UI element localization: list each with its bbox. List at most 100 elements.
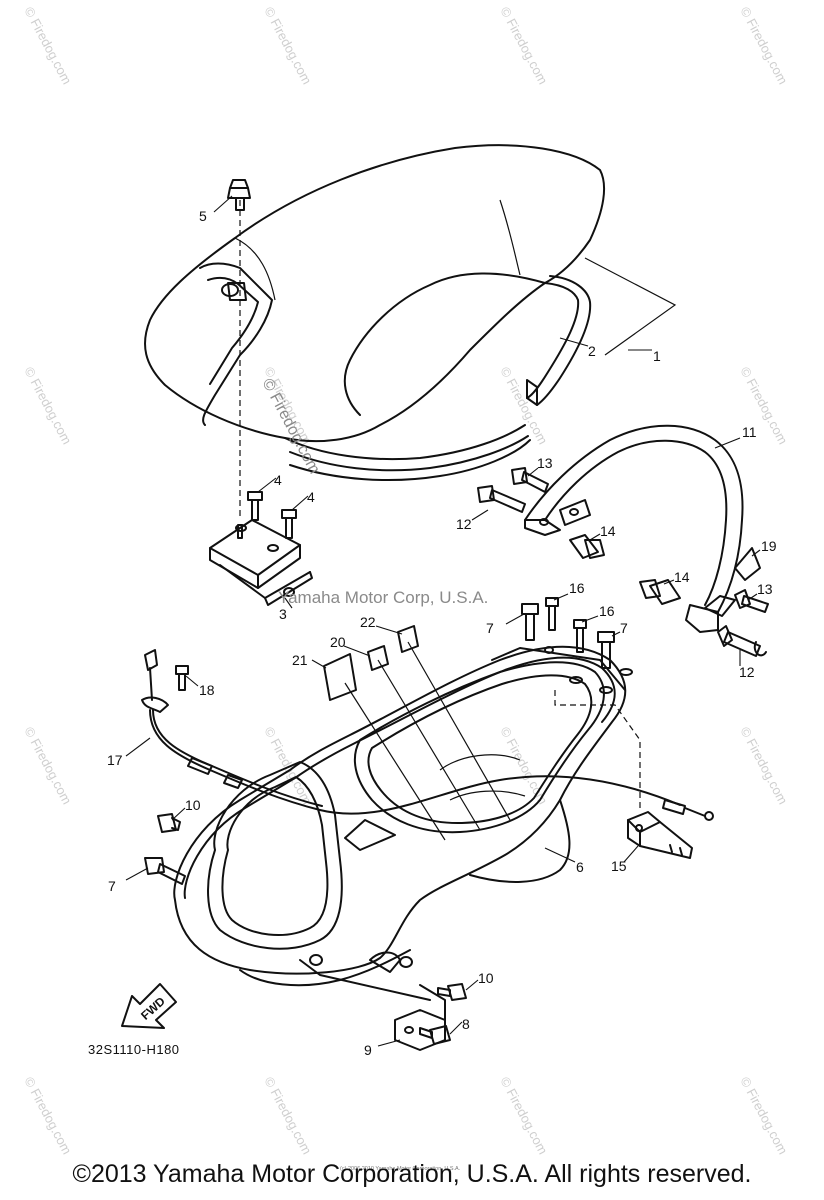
callout-14: 14	[674, 569, 690, 585]
bolt-5	[227, 179, 251, 211]
leader-line-9	[377, 1039, 401, 1047]
bolt-4	[237, 491, 297, 539]
watermark-tile: © Firedog.com	[737, 1074, 790, 1156]
leader-line-6	[544, 847, 576, 863]
leader-line-14	[663, 579, 675, 585]
leader-line-7	[611, 631, 621, 637]
leader-line-20	[343, 645, 371, 657]
alignment-line	[554, 690, 641, 810]
callout-10: 10	[478, 970, 494, 986]
leader-line-11	[714, 437, 741, 449]
watermark-tile: © Firedog.com	[497, 4, 550, 86]
callout-20: 20	[330, 634, 346, 650]
callout-17: 17	[107, 752, 123, 768]
leader-line-15	[623, 845, 639, 863]
leader-line-16	[581, 615, 599, 623]
watermark-center: © Firedog.com	[258, 376, 322, 477]
callout-2: 2	[588, 343, 596, 359]
callout-16: 16	[569, 580, 585, 596]
callout-6: 6	[576, 859, 584, 875]
callout-12: 12	[456, 516, 472, 532]
leader-line-16	[553, 593, 569, 601]
leader-line-22	[375, 625, 403, 635]
callout-8: 8	[462, 1016, 470, 1032]
leader-line-12	[471, 509, 489, 521]
leader-line-7	[505, 613, 525, 625]
callout-7: 7	[620, 620, 628, 636]
collar-14	[569, 534, 681, 605]
callout-7: 7	[108, 878, 116, 894]
callout-12: 12	[739, 664, 755, 680]
grab-bar-11	[524, 424, 744, 633]
bolt-16	[545, 597, 587, 653]
callout-21: 21	[292, 652, 308, 668]
callout-5: 5	[199, 208, 207, 224]
seat-part	[144, 144, 677, 482]
micro-copyright: (c) 2006 2010 Yamaha Motor Corporation, …	[340, 1166, 461, 1172]
callout-10: 10	[185, 797, 201, 813]
leader-line-7	[125, 867, 149, 881]
fwd-arrow-icon: FWD	[121, 983, 177, 1029]
bolt-13	[511, 467, 769, 613]
seat-lock-cable-17	[141, 649, 714, 821]
leader-line-13	[527, 467, 539, 477]
watermark-tile: © Firedog.com	[21, 1074, 74, 1156]
leader-line-4	[291, 495, 309, 511]
seat-lock-15	[627, 811, 693, 859]
bracket-9	[394, 984, 446, 1051]
watermark-corp: Yamaha Motor Corp, U.S.A.	[278, 588, 488, 607]
callout-11: 11	[742, 424, 757, 440]
leader-line-18	[185, 675, 199, 687]
leader-line-13	[747, 593, 758, 601]
bolt-7	[144, 603, 615, 885]
bolt-12	[477, 485, 767, 657]
callout-14: 14	[600, 523, 616, 539]
labels-20-21-22	[323, 625, 511, 841]
leader-line-14	[589, 533, 601, 541]
callout-4: 4	[307, 489, 315, 505]
callout-1: 1	[653, 348, 661, 364]
callout-19: 19	[761, 538, 777, 554]
drawing-code: 32S1110-H180	[88, 1042, 180, 1057]
callout-leaders	[125, 195, 761, 1047]
callout-7: 7	[486, 620, 494, 636]
leader-line-21	[311, 659, 327, 669]
watermark-tile: © Firedog.com	[261, 1074, 314, 1156]
bolt-18	[175, 665, 189, 691]
leader-line-17	[125, 737, 151, 757]
leader-line-19	[751, 549, 761, 557]
bolt-8	[419, 1025, 451, 1045]
fwd-label: FWD	[138, 994, 168, 1023]
callout-13: 13	[537, 455, 553, 471]
callout-22: 22	[360, 614, 376, 630]
watermark-tile: © Firedog.com	[737, 724, 790, 806]
callout-18: 18	[199, 682, 215, 698]
callout-13: 13	[757, 581, 773, 597]
leader-line-3	[284, 597, 293, 609]
watermark-tile: © Firedog.com	[21, 364, 74, 446]
callout-9: 9	[364, 1042, 372, 1058]
callout-15: 15	[611, 858, 627, 874]
label-19	[734, 547, 761, 581]
callout-16: 16	[599, 603, 615, 619]
leader-line-5	[213, 195, 233, 213]
watermark-tile: © Firedog.com	[21, 4, 74, 86]
leader-line-10	[171, 807, 186, 821]
leader-line-8	[449, 1021, 463, 1035]
hinge-bracket-3	[209, 519, 313, 606]
nut-10	[157, 813, 467, 1001]
leader-line-10	[465, 979, 479, 991]
watermark-tile: © Firedog.com	[497, 364, 550, 446]
callout-4: 4	[274, 472, 282, 488]
callout-3: 3	[279, 606, 287, 622]
leader-line-4	[257, 477, 277, 493]
footer-copyright: ©2013 Yamaha Motor Corporation, U.S.A. A…	[72, 1160, 752, 1188]
watermark-tile: © Firedog.com	[21, 724, 74, 806]
watermark-tile: © Firedog.com	[737, 4, 790, 86]
leader-line-2	[559, 337, 589, 347]
storage-box-6	[173, 645, 633, 1001]
watermark-tile: © Firedog.com	[497, 1074, 550, 1156]
